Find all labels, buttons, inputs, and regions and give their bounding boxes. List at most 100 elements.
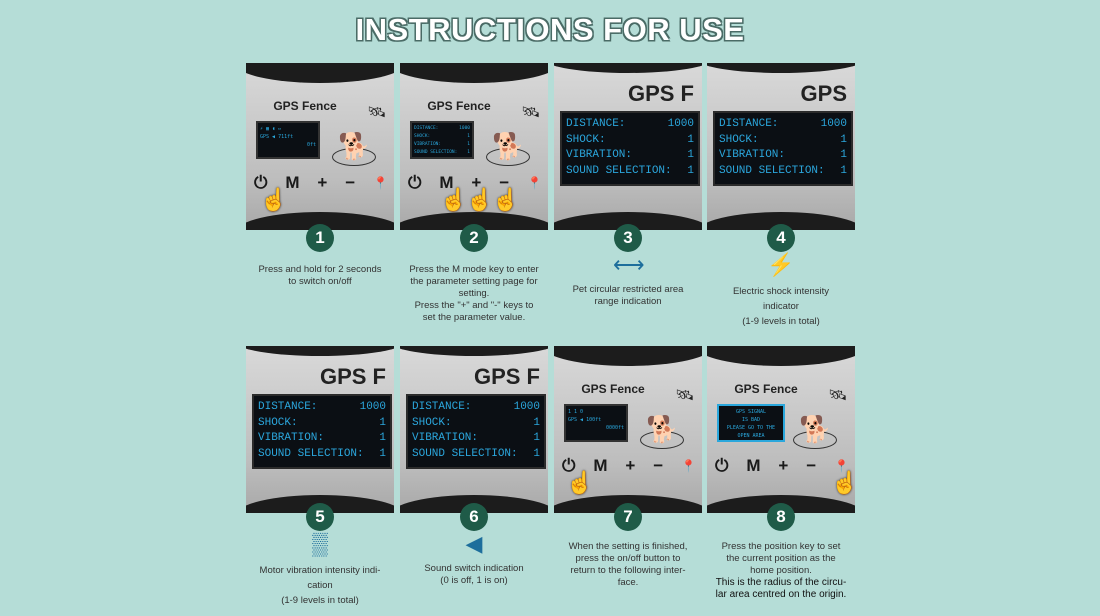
mode-button[interactable]: M xyxy=(439,173,454,192)
lcd-row: SOUND SELECTION:1 xyxy=(414,149,470,157)
step-number-5: 5 xyxy=(306,503,334,531)
lcd-row: VIBRATION:1 xyxy=(412,431,540,447)
mode-button[interactable]: M xyxy=(746,456,761,475)
power-button[interactable]: ⏻ xyxy=(715,456,729,475)
lcd-label: VIBRATION: xyxy=(719,149,786,161)
minus-button[interactable]: − xyxy=(345,173,356,192)
lcd-value: 1 xyxy=(533,447,540,460)
lcd-row: SHOCK:1 xyxy=(414,133,470,141)
position-button[interactable]: 📍 xyxy=(834,459,849,473)
minus-button[interactable]: − xyxy=(653,456,664,475)
description-line: (0 is off, 1 is on) xyxy=(440,575,508,586)
range-rings-icon xyxy=(486,148,530,166)
description-line: (1-9 levels in total) xyxy=(742,316,820,327)
dog-icon: 🐕 xyxy=(492,131,525,161)
device-top xyxy=(554,346,702,366)
mode-button[interactable]: M xyxy=(593,456,608,475)
plus-button[interactable]: + xyxy=(625,456,636,475)
minus-button[interactable]: − xyxy=(499,173,510,192)
dog-icon: 🐕 xyxy=(338,131,371,161)
lcd-row: SOUND SELECTION:1 xyxy=(258,447,386,463)
description-line: When the setting is finished, xyxy=(568,541,688,552)
step-description: Sound switch indication(0 is off, 1 is o… xyxy=(394,563,554,587)
lcd-value: 1000 xyxy=(820,118,847,130)
lcd-label: DISTANCE: xyxy=(258,401,318,413)
device-brand: GPS F xyxy=(319,364,386,389)
lcd-value: 1000 xyxy=(667,118,694,130)
power-button[interactable]: ⏻ xyxy=(562,456,576,475)
device-brand: GPS Fence xyxy=(734,382,798,396)
pointing-hand-icon: ☝ xyxy=(831,470,855,495)
description-line: Sound switch indication xyxy=(424,563,524,574)
step-number-4: 4 xyxy=(767,224,795,252)
lcd-label: SHOCK: xyxy=(258,416,298,429)
lcd-row: GPS ◀ 100ft xyxy=(568,417,602,423)
power-button[interactable]: ⏻ xyxy=(408,173,422,192)
gps-warning-line: IS BAD xyxy=(741,417,761,423)
lcd-value: 1000 xyxy=(459,126,470,131)
device-brand: GPS Fence xyxy=(427,99,491,113)
position-button[interactable]: 📍 xyxy=(527,176,542,190)
lcd-value: 1 xyxy=(467,142,470,147)
description-line: the current position as the xyxy=(726,553,836,564)
lcd-value: 1 xyxy=(533,416,540,429)
gps-warning-line: OPEN AREA xyxy=(737,433,765,439)
plus-button[interactable]: + xyxy=(778,456,789,475)
range-rings-icon xyxy=(332,148,376,166)
device-brand: GPS Fence xyxy=(273,99,337,113)
device-buttons: ⏻ M +− 📍 xyxy=(408,173,542,193)
lcd-value: 1 xyxy=(467,134,470,139)
lcd-row: DISTANCE:1000 xyxy=(566,117,694,133)
description-line: Press the position key to set xyxy=(721,541,841,552)
description-line: to switch on/off xyxy=(288,276,352,287)
description-line: Motor vibration intensity indi- xyxy=(259,565,381,576)
device-buttons: ⏻ M +− 📍 xyxy=(715,456,849,476)
position-button[interactable]: 📍 xyxy=(681,459,696,473)
lcd-value: 1 xyxy=(840,164,847,177)
pointing-hand-icon: ☝ xyxy=(440,187,468,212)
pointing-hand-icon: ☝ xyxy=(566,470,594,495)
description-line: cation xyxy=(307,580,333,591)
description-line: Press the "+" and "-" keys to xyxy=(414,300,534,311)
mode-button[interactable]: M xyxy=(285,173,300,192)
lcd-row: DISTANCE:1000 xyxy=(414,125,470,133)
plus-button[interactable]: + xyxy=(471,173,482,192)
description-line: Electric shock intensity xyxy=(732,286,830,297)
pointing-hand-icon: ☝ xyxy=(260,187,288,212)
step-number-3: 3 xyxy=(614,224,642,252)
power-button[interactable]: ⏻ xyxy=(254,173,268,192)
plus-button[interactable]: + xyxy=(317,173,328,192)
satellite-icon: 🛰 xyxy=(366,104,386,121)
lcd-label: SHOCK: xyxy=(412,416,452,429)
description-line: Press the M mode key to enter xyxy=(409,264,539,275)
lcd-row: SOUND SELECTION:1 xyxy=(566,164,694,180)
range-rings-icon xyxy=(793,431,837,449)
description-line: the parameter setting page for xyxy=(410,276,538,287)
device-bottom xyxy=(707,212,855,230)
lcd-value: 1 xyxy=(840,133,847,146)
lcd-gps: GPS xyxy=(568,417,578,423)
description-line: range indication xyxy=(594,296,662,307)
lcd-row: VIBRATION:1 xyxy=(414,141,470,149)
description-line: Pet circular restricted area xyxy=(572,284,684,295)
minus-button[interactable]: − xyxy=(806,456,817,475)
position-button[interactable]: 📍 xyxy=(373,176,388,190)
satellite-icon: 🛰 xyxy=(827,387,847,404)
lcd-distance: 711ft xyxy=(278,134,294,140)
lcd-distance: 100ft xyxy=(586,417,602,423)
lcd-label: SOUND SELECTION: xyxy=(414,150,458,155)
step-number-1: 1 xyxy=(306,224,334,252)
lcd-status: ⚡ ▦ ◖ ▭ xyxy=(260,126,282,132)
